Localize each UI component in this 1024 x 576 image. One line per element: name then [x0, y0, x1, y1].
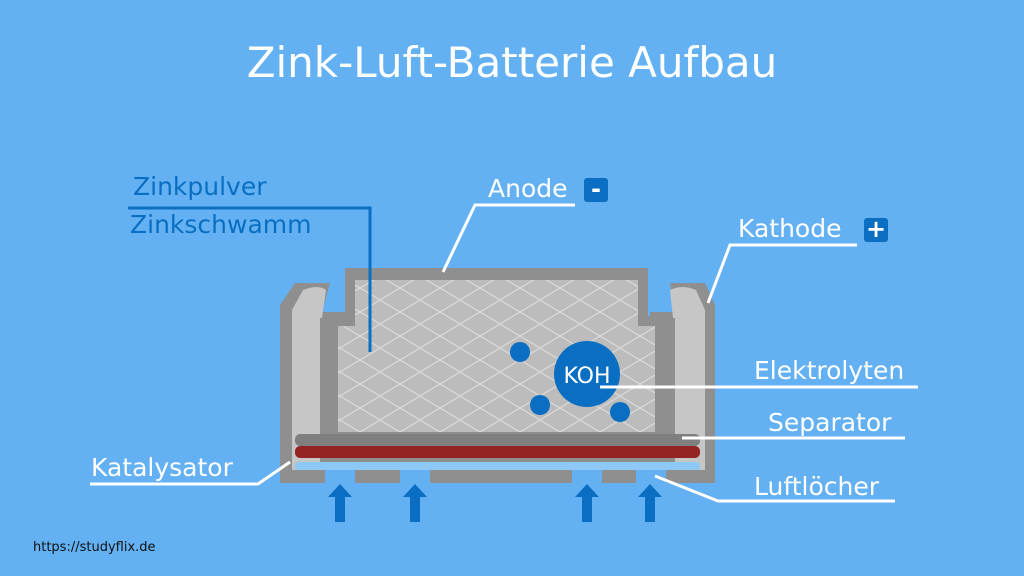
koh-label: KOH [563, 364, 610, 389]
air-hole [572, 470, 602, 484]
air-hole [325, 470, 355, 484]
source-link[interactable]: https://studyflix.de [33, 540, 156, 555]
electrolyte-dot [610, 402, 630, 422]
electrolyte-dot [510, 342, 530, 362]
air-arrow-icon [575, 484, 599, 522]
air-hole [400, 470, 430, 484]
air-hole [636, 470, 666, 484]
koh-molecule [554, 341, 620, 407]
anode-leader-line [441, 203, 575, 273]
separator-layer [295, 434, 700, 446]
air-arrow-icon [328, 484, 352, 522]
katalysator-label: Katalysator [91, 453, 233, 482]
zinc-leader-line [128, 206, 372, 352]
kathode-leader-line [706, 243, 857, 304]
air-arrow-icon [638, 484, 662, 522]
anode-label: Anode [488, 174, 568, 203]
diagram-title: Zink-Luft-Batterie Aufbau [246, 38, 778, 87]
kathode-label: Kathode [738, 214, 842, 243]
air-arrow-icon [403, 484, 427, 522]
plus-icon: + [864, 215, 888, 243]
luftloecher-leader-line [654, 474, 895, 503]
air-layer [295, 462, 700, 470]
zinkschwamm-label: Zinkschwamm [130, 210, 312, 239]
minus-icon: - [584, 177, 608, 202]
katalysator-leader-line [90, 460, 291, 486]
luftloecher-label: Luftlöcher [754, 472, 879, 501]
zinkpulver-label: Zinkpulver [133, 172, 267, 201]
electrolyte-dot [530, 395, 550, 415]
catalyst-layer [295, 446, 700, 458]
elektrolyten-label: Elektrolyten [754, 356, 905, 385]
separator-label: Separator [768, 408, 892, 437]
